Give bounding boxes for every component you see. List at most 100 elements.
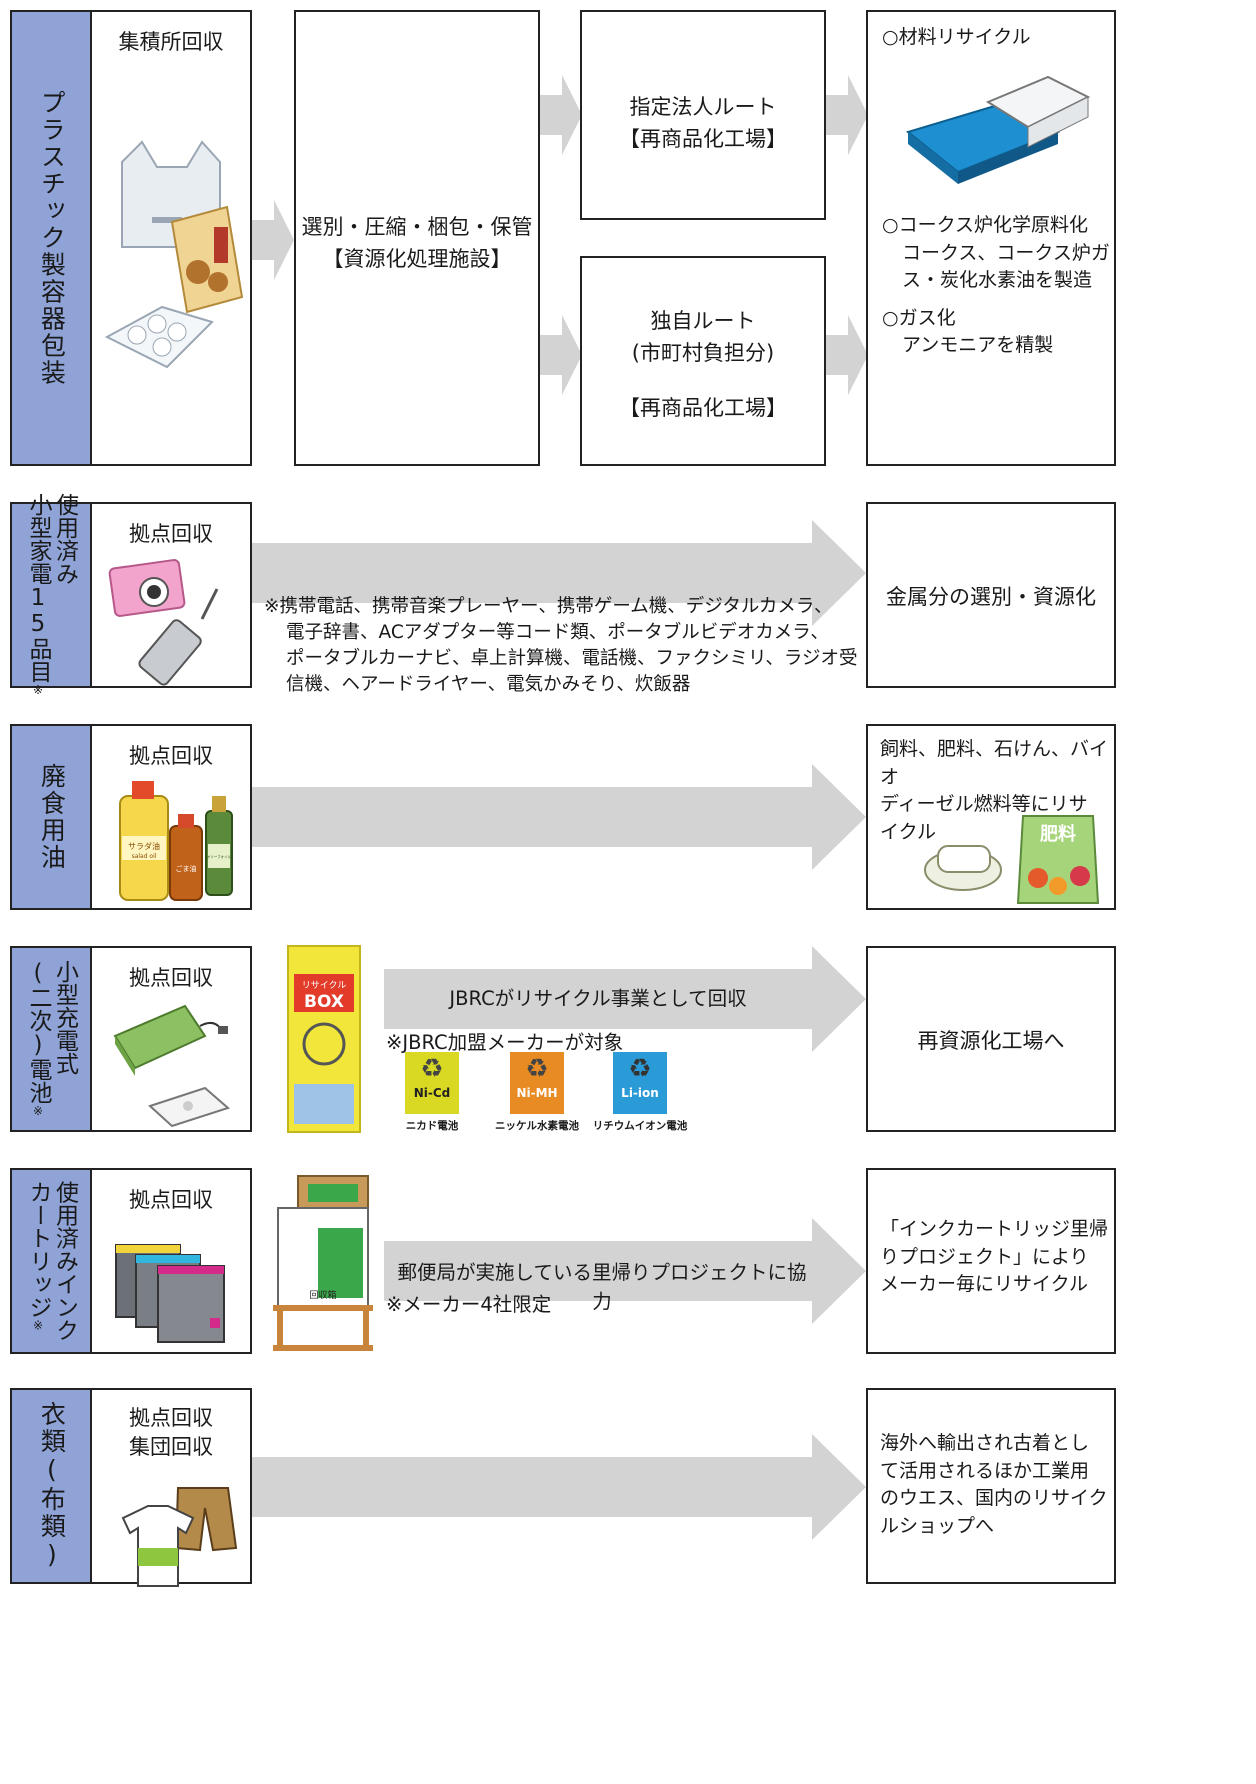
battery-note: ※JBRC加盟メーカーが対象: [386, 1031, 624, 1054]
jbrc-box-top: リサイクル: [302, 980, 347, 991]
badge-nicd-name: ニカド電池: [405, 1120, 459, 1132]
collection-clothes-label-2: 集団回収: [129, 1435, 213, 1460]
result-battery-label: 再資源化工場へ: [917, 1029, 1065, 1053]
collection-oil-label: 拠点回収: [129, 744, 213, 768]
camera-phone-illustration: [108, 559, 219, 686]
badge-liion-name: リチウムイオン電池: [592, 1120, 688, 1132]
route-independent-label: 独自ルート: [650, 309, 756, 333]
clothes-illustration: [121, 1487, 238, 1587]
arrow-battery: [384, 946, 866, 1052]
appliances-note-line-1: ※携帯電話、携帯音楽プレーヤー、携帯ゲーム機、デジタルカメラ、: [264, 596, 833, 617]
recycle-icon: ♻: [525, 1054, 549, 1084]
battery-illustration: [113, 1004, 230, 1128]
fertilizer-label: 肥料: [1039, 823, 1076, 845]
route-independent-sub: (市町村負担分): [631, 340, 775, 365]
badge-nicd-code: Ni-Cd: [413, 1086, 451, 1100]
route-independent-factory: 【再商品化工場】: [619, 396, 787, 420]
category-plastic: プラスチック製容器包装: [10, 10, 92, 466]
category-clothes-label: 衣類(布類): [37, 1401, 67, 1571]
collection-clothes: 拠点回収 集団回収: [90, 1388, 252, 1587]
result-clothes-line-2: て活用されるほか工業用: [880, 1459, 1090, 1482]
bottle-salad-sub: salad oil: [132, 853, 157, 860]
badge-nicd: ♻ Ni-Cd: [405, 1052, 459, 1114]
result-ink-line-3: メーカー毎にリサイクル: [880, 1273, 1089, 1296]
category-ink-label-2: カートリッジ: [25, 1180, 51, 1319]
result-coke-desc-1: コークス、コークス炉ガ: [902, 241, 1110, 264]
appliances-note-line-2: 電子辞書、ACアダプター等コード類、ポータブルビデオカメラ、: [286, 621, 829, 643]
result-ammonia: アンモニアを精製: [902, 334, 1054, 357]
category-clothes: 衣類(布類): [10, 1388, 92, 1584]
plastic-items-illustration: [104, 140, 244, 369]
arrow-oil: [252, 764, 866, 870]
ink-box-label: 回収箱: [309, 1289, 336, 1301]
collection-ink-label: 拠点回収: [129, 1188, 213, 1212]
result-ink-line-2: りプロジェクト」により: [880, 1245, 1089, 1268]
category-appliances-note: ※: [31, 683, 45, 697]
collection-battery-label: 拠点回収: [129, 966, 213, 990]
category-appliances: 使用済み 小型家電15品目※: [10, 493, 92, 697]
process-facility: 選別・圧縮・梱包・保管 【資源化処理施設】: [294, 10, 540, 466]
ink-note: ※メーカー4社限定: [386, 1293, 552, 1316]
badge-liion-code: Li-ion: [621, 1086, 659, 1100]
collection-appliances: 拠点回収: [90, 502, 252, 688]
process-label: 選別・圧縮・梱包・保管: [301, 215, 533, 239]
result-clothes-line-4: ルショップへ: [880, 1514, 995, 1537]
route-designated-factory: 【再商品化工場】: [619, 126, 787, 151]
result-coke-oven: ○コークス炉化学原料化: [882, 214, 1089, 236]
result-ink: 「インクカートリッジ里帰 りプロジェクト」により メーカー毎にリサイクル: [866, 1168, 1116, 1354]
category-oil: 廃食用油: [10, 724, 92, 910]
result-oil-line-1: 飼料、肥料、石けん、バイオ: [880, 738, 1109, 788]
arrow-appliances: [252, 520, 866, 626]
result-oil-line-2: ディーゼル燃料等にリサ: [880, 793, 1088, 816]
result-oil: 飼料、肥料、石けん、バイオ ディーゼル燃料等にリサ イクル 肥料: [866, 724, 1116, 910]
bottle-olive-label: オリーブオイル: [207, 854, 232, 859]
collection-battery: 拠点回収: [90, 946, 252, 1132]
category-battery: 小型充電式 (二次)電池※: [10, 946, 92, 1132]
arrow-plastic-to-process: [252, 200, 294, 280]
jbrc-box-label: BOX: [304, 992, 344, 1012]
bottle-sesame-label: ごま油: [176, 864, 197, 873]
collection-clothes-label-1: 拠点回収: [129, 1406, 213, 1430]
result-battery: 再資源化工場へ: [866, 946, 1116, 1132]
result-coke-desc-2: ス・炭化水素油を製造: [902, 269, 1093, 292]
collection-appliances-label: 拠点回収: [129, 522, 213, 546]
badge-nimh-code: Ni-MH: [516, 1086, 558, 1100]
collection-plastic: 集積所回収: [90, 10, 252, 466]
result-clothes: 海外へ輸出され古着とし て活用されるほか工業用 のウエス、国内のリサイク ルショ…: [866, 1388, 1116, 1584]
recycled-pallet-illustration: [905, 75, 1091, 184]
route-designated: 指定法人ルート 【再商品化工場】: [580, 10, 826, 220]
badge-nimh: ♻ Ni-MH: [510, 1052, 564, 1114]
category-battery-note: ※: [31, 1104, 45, 1118]
result-appliances-label: 金属分の選別・資源化: [886, 585, 1096, 609]
route-independent: 独自ルート (市町村負担分) 【再商品化工場】: [580, 256, 826, 466]
oil-bottles-illustration: サラダ油 salad oil ごま油 オリーブオイル: [119, 781, 233, 901]
category-ink-label-1: 使用済みインク: [51, 1180, 78, 1342]
result-clothes-line-3: のウエス、国内のリサイク: [880, 1487, 1108, 1510]
route-designated-label: 指定法人ルート: [629, 95, 777, 119]
arrow-process-to-route2: [540, 315, 582, 395]
arrow-route1-to-result: [826, 75, 868, 155]
category-oil-label: 廃食用油: [37, 763, 67, 871]
soap-fertilizer-illustration: 肥料: [924, 815, 1100, 904]
result-oil-line-3: イクル: [880, 820, 937, 843]
category-appliances-label-1: 使用済み: [51, 493, 78, 585]
category-battery-label-1: 小型充電式: [51, 960, 78, 1075]
collection-oil: 拠点回収 サラダ油 salad oil ごま油 オリーブオイル: [90, 724, 252, 910]
recycle-icon: ♻: [628, 1054, 652, 1084]
ink-cartridges-illustration: [115, 1244, 225, 1343]
appliances-note-line-4: 信機、ヘアードライヤー、電気かみそり、炊飯器: [286, 673, 691, 695]
bottle-salad-label: サラダ油: [128, 841, 160, 851]
badge-liion: ♻ Li-ion: [613, 1052, 667, 1114]
appliances-note: ※携帯電話、携帯音楽プレーヤー、携帯ゲーム機、デジタルカメラ、 電子辞書、ACア…: [264, 594, 857, 698]
appliances-note-line-3: ポータブルカーナビ、卓上計算機、電話機、ファクシミリ、ラジオ受: [286, 647, 858, 669]
ink-collection-box-illustration: 回収箱: [273, 1175, 373, 1351]
collection-ink: 拠点回収: [90, 1168, 252, 1354]
process-facility-label: 【資源化処理施設】: [322, 246, 512, 271]
result-material-recycle: ○材料リサイクル: [882, 26, 1031, 48]
category-battery-label-2: (二次)電池: [25, 960, 51, 1104]
recycle-icon: ♻: [420, 1054, 444, 1084]
collection-plastic-label: 集積所回収: [118, 30, 224, 54]
badge-nimh-name: ニッケル水素電池: [495, 1120, 579, 1132]
ink-arrow-text: 郵便局が実施している里帰りプロジェクトに協力: [397, 1261, 807, 1314]
category-appliances-label-2: 小型家電15品目: [25, 493, 51, 683]
